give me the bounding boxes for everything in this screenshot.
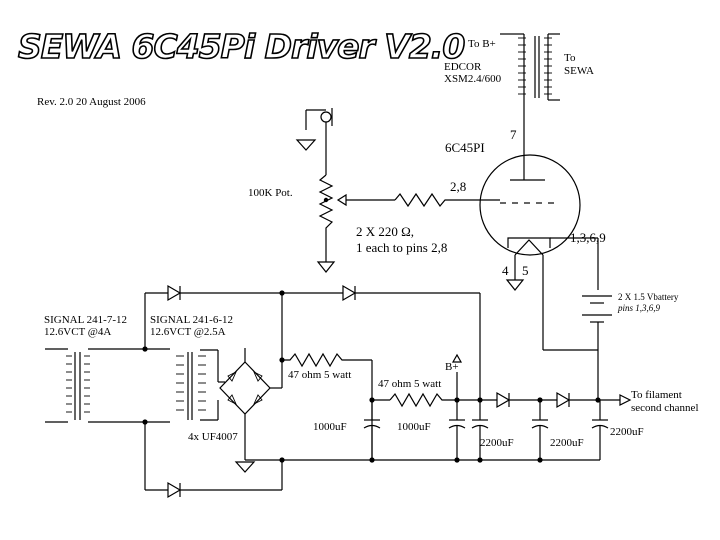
bplus-label: B+	[445, 361, 459, 373]
ground-symbol	[505, 279, 525, 291]
bplus-arrow	[451, 353, 463, 363]
edcor-model-label: XSM2.4/600	[444, 73, 502, 85]
resistor-47b-label: 47 ohm 5 watt	[378, 378, 441, 390]
to-sewa-label: To	[564, 52, 576, 64]
potentiometer-100k	[316, 174, 395, 273]
pot-label: 100K Pot.	[248, 187, 293, 199]
input-jack	[295, 108, 333, 175]
schematic-title: SEWA 6C45Pi Driver V2.0	[18, 27, 464, 66]
pin4-label: 4	[502, 263, 509, 278]
cap3-label: 2200uF	[480, 437, 514, 449]
heater-connection	[543, 349, 599, 400]
to-sewa-label-2: SEWA	[564, 65, 594, 77]
capacitor-2200uf-b	[531, 400, 549, 460]
transformer1-label: SIGNAL 241-7-12	[44, 314, 127, 326]
pin5-label: 5	[522, 263, 529, 278]
diode-filament-b	[556, 391, 620, 409]
cap2-label: 1000uF	[397, 421, 431, 433]
filament-label-2: second channel	[631, 402, 699, 414]
grid-resistor-220	[394, 192, 500, 208]
cap4-label: 2200uF	[550, 437, 584, 449]
tube-label: 6C45PI	[445, 140, 485, 155]
transformer2-label: SIGNAL 241-6-12	[150, 314, 233, 326]
grid-resistor-label: 2 X 220 Ω,	[356, 224, 414, 239]
capacitor-2200uf-c	[591, 400, 609, 460]
edcor-label: EDCOR	[444, 61, 482, 73]
diode-top-left	[144, 284, 282, 349]
pin28-label: 2,8	[450, 179, 466, 194]
to-bplus-label: To B+	[468, 38, 496, 50]
battery-label: 2 X 1.5 Vbattery	[618, 292, 679, 302]
diode-filament-a	[480, 391, 557, 409]
tube-6c45pi	[479, 154, 599, 350]
junction-dots	[142, 197, 601, 463]
bridge-ground	[234, 461, 256, 473]
filament-output-arrow	[619, 394, 632, 406]
cap1-label: 1000uF	[313, 421, 347, 433]
transformer2-rating: 12.6VCT @2.5A	[150, 326, 226, 338]
cap5-label: 2200uF	[610, 426, 644, 438]
filament-label: To filament	[631, 389, 682, 401]
capacitor-2200uf-a	[471, 400, 489, 460]
battery	[582, 295, 612, 350]
grid-resistor-note: 1 each to pins 2,8	[356, 240, 447, 255]
diode-bottom-left	[144, 422, 283, 499]
diode-top-right	[281, 284, 481, 400]
bridge-rectifier	[219, 348, 282, 460]
capacitor-1000uf-b	[448, 400, 466, 460]
battery-pins-label: pins 1,3,6,9	[617, 303, 661, 313]
resistor-47a-label: 47 ohm 5 watt	[288, 369, 351, 381]
output-transformer	[500, 33, 560, 155]
capacitor-1000uf-a	[363, 400, 381, 460]
power-transformer-2	[145, 348, 225, 423]
pin1369-label: 1,3,6,9	[570, 230, 606, 245]
resistor-47-ohm-b	[372, 372, 480, 408]
power-transformer-1	[45, 348, 145, 423]
transformer1-rating: 12.6VCT @4A	[44, 326, 111, 338]
revision-text: Rev. 2.0 20 August 2006	[37, 96, 146, 108]
bridge-label: 4x UF4007	[188, 431, 238, 443]
pin7-label: 7	[510, 127, 517, 142]
